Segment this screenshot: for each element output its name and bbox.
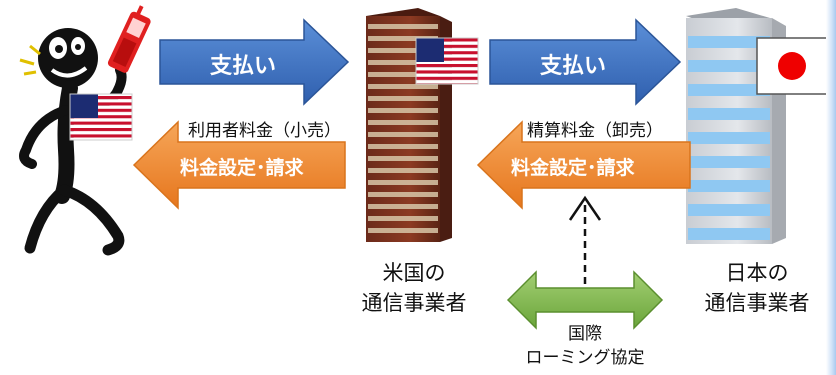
billing-label-left: 料金設定･請求 bbox=[180, 157, 304, 179]
us-carrier-label: 米国の 通信事業者 bbox=[361, 261, 467, 315]
window-band bbox=[368, 72, 438, 77]
pay-label-right: 支払い bbox=[540, 54, 607, 79]
window-band bbox=[688, 204, 770, 216]
window-band bbox=[368, 168, 438, 173]
window-band bbox=[688, 36, 770, 48]
pay-label-left: 支払い bbox=[210, 54, 277, 79]
agreement-double-arrow bbox=[506, 270, 664, 330]
right-edge-decoration bbox=[826, 0, 836, 375]
window-band bbox=[368, 60, 438, 65]
user-fee-label: 利用者料金（小売） bbox=[188, 121, 341, 141]
window-band bbox=[368, 36, 438, 41]
window-band bbox=[688, 84, 770, 96]
person-with-phone-icon bbox=[19, 5, 151, 256]
settlement-fee-label: 精算料金（卸売） bbox=[527, 121, 663, 141]
us-flag-icon bbox=[69, 93, 133, 141]
window-band bbox=[688, 180, 770, 192]
dashed-arrow bbox=[568, 195, 602, 284]
window-band bbox=[688, 108, 770, 120]
window-band bbox=[368, 48, 438, 53]
pay-arrow-right bbox=[489, 18, 682, 106]
window-band bbox=[368, 120, 438, 125]
building-window-bands bbox=[368, 24, 438, 233]
window-band bbox=[368, 84, 438, 89]
pay-arrow-left bbox=[159, 18, 350, 106]
window-band bbox=[368, 204, 438, 209]
building-window-bands bbox=[688, 36, 770, 240]
roaming-agreement-label: 国際 ローミング協定 bbox=[525, 324, 645, 368]
window-band bbox=[368, 24, 438, 29]
window-band bbox=[688, 228, 770, 240]
billing-arrow-right bbox=[476, 120, 691, 210]
japan-flag-icon bbox=[756, 37, 828, 95]
window-band bbox=[368, 180, 438, 185]
window-band bbox=[688, 132, 770, 144]
us-flag-icon bbox=[415, 37, 479, 85]
billing-arrow-left bbox=[132, 120, 346, 210]
window-band bbox=[368, 96, 438, 101]
window-band bbox=[368, 228, 438, 233]
window-band bbox=[688, 156, 770, 168]
billing-label-right: 料金設定･請求 bbox=[511, 157, 635, 179]
window-band bbox=[368, 156, 438, 161]
window-band bbox=[368, 192, 438, 197]
window-band bbox=[368, 108, 438, 113]
window-band bbox=[368, 132, 438, 137]
window-band bbox=[688, 60, 770, 72]
window-band bbox=[368, 216, 438, 221]
jp-carrier-label: 日本の 通信事業者 bbox=[704, 261, 810, 315]
window-band bbox=[368, 144, 438, 149]
